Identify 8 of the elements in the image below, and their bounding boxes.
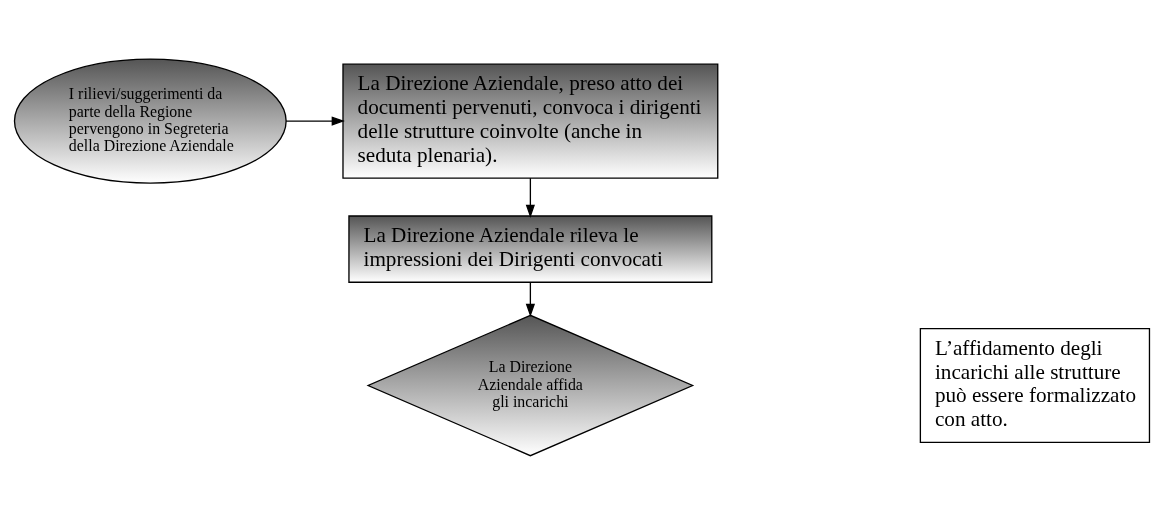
node-ellipse: I rilievi/suggerimenti da parte della Regione pervengono in Segreteria della Direzione Aziendale [13, 58, 287, 184]
node-diamond: La Direzione Aziendale affida gli incarichi [366, 314, 695, 457]
arrow [525, 281, 535, 318]
arrow [525, 177, 535, 218]
arrow [285, 116, 345, 126]
node-box: La Direzione Aziendale, preso atto dei documenti pervenuti, convoca i dirigenti delle strutture coinvolte (anche in seduta plenaria). [342, 63, 719, 179]
node-box: La Direzione Aziendale rileva le impressioni dei Dirigenti convocati [348, 215, 713, 283]
node-box: L’affidamento degli incarichi alle strutture può essere formalizzato con atto. [919, 327, 1151, 444]
